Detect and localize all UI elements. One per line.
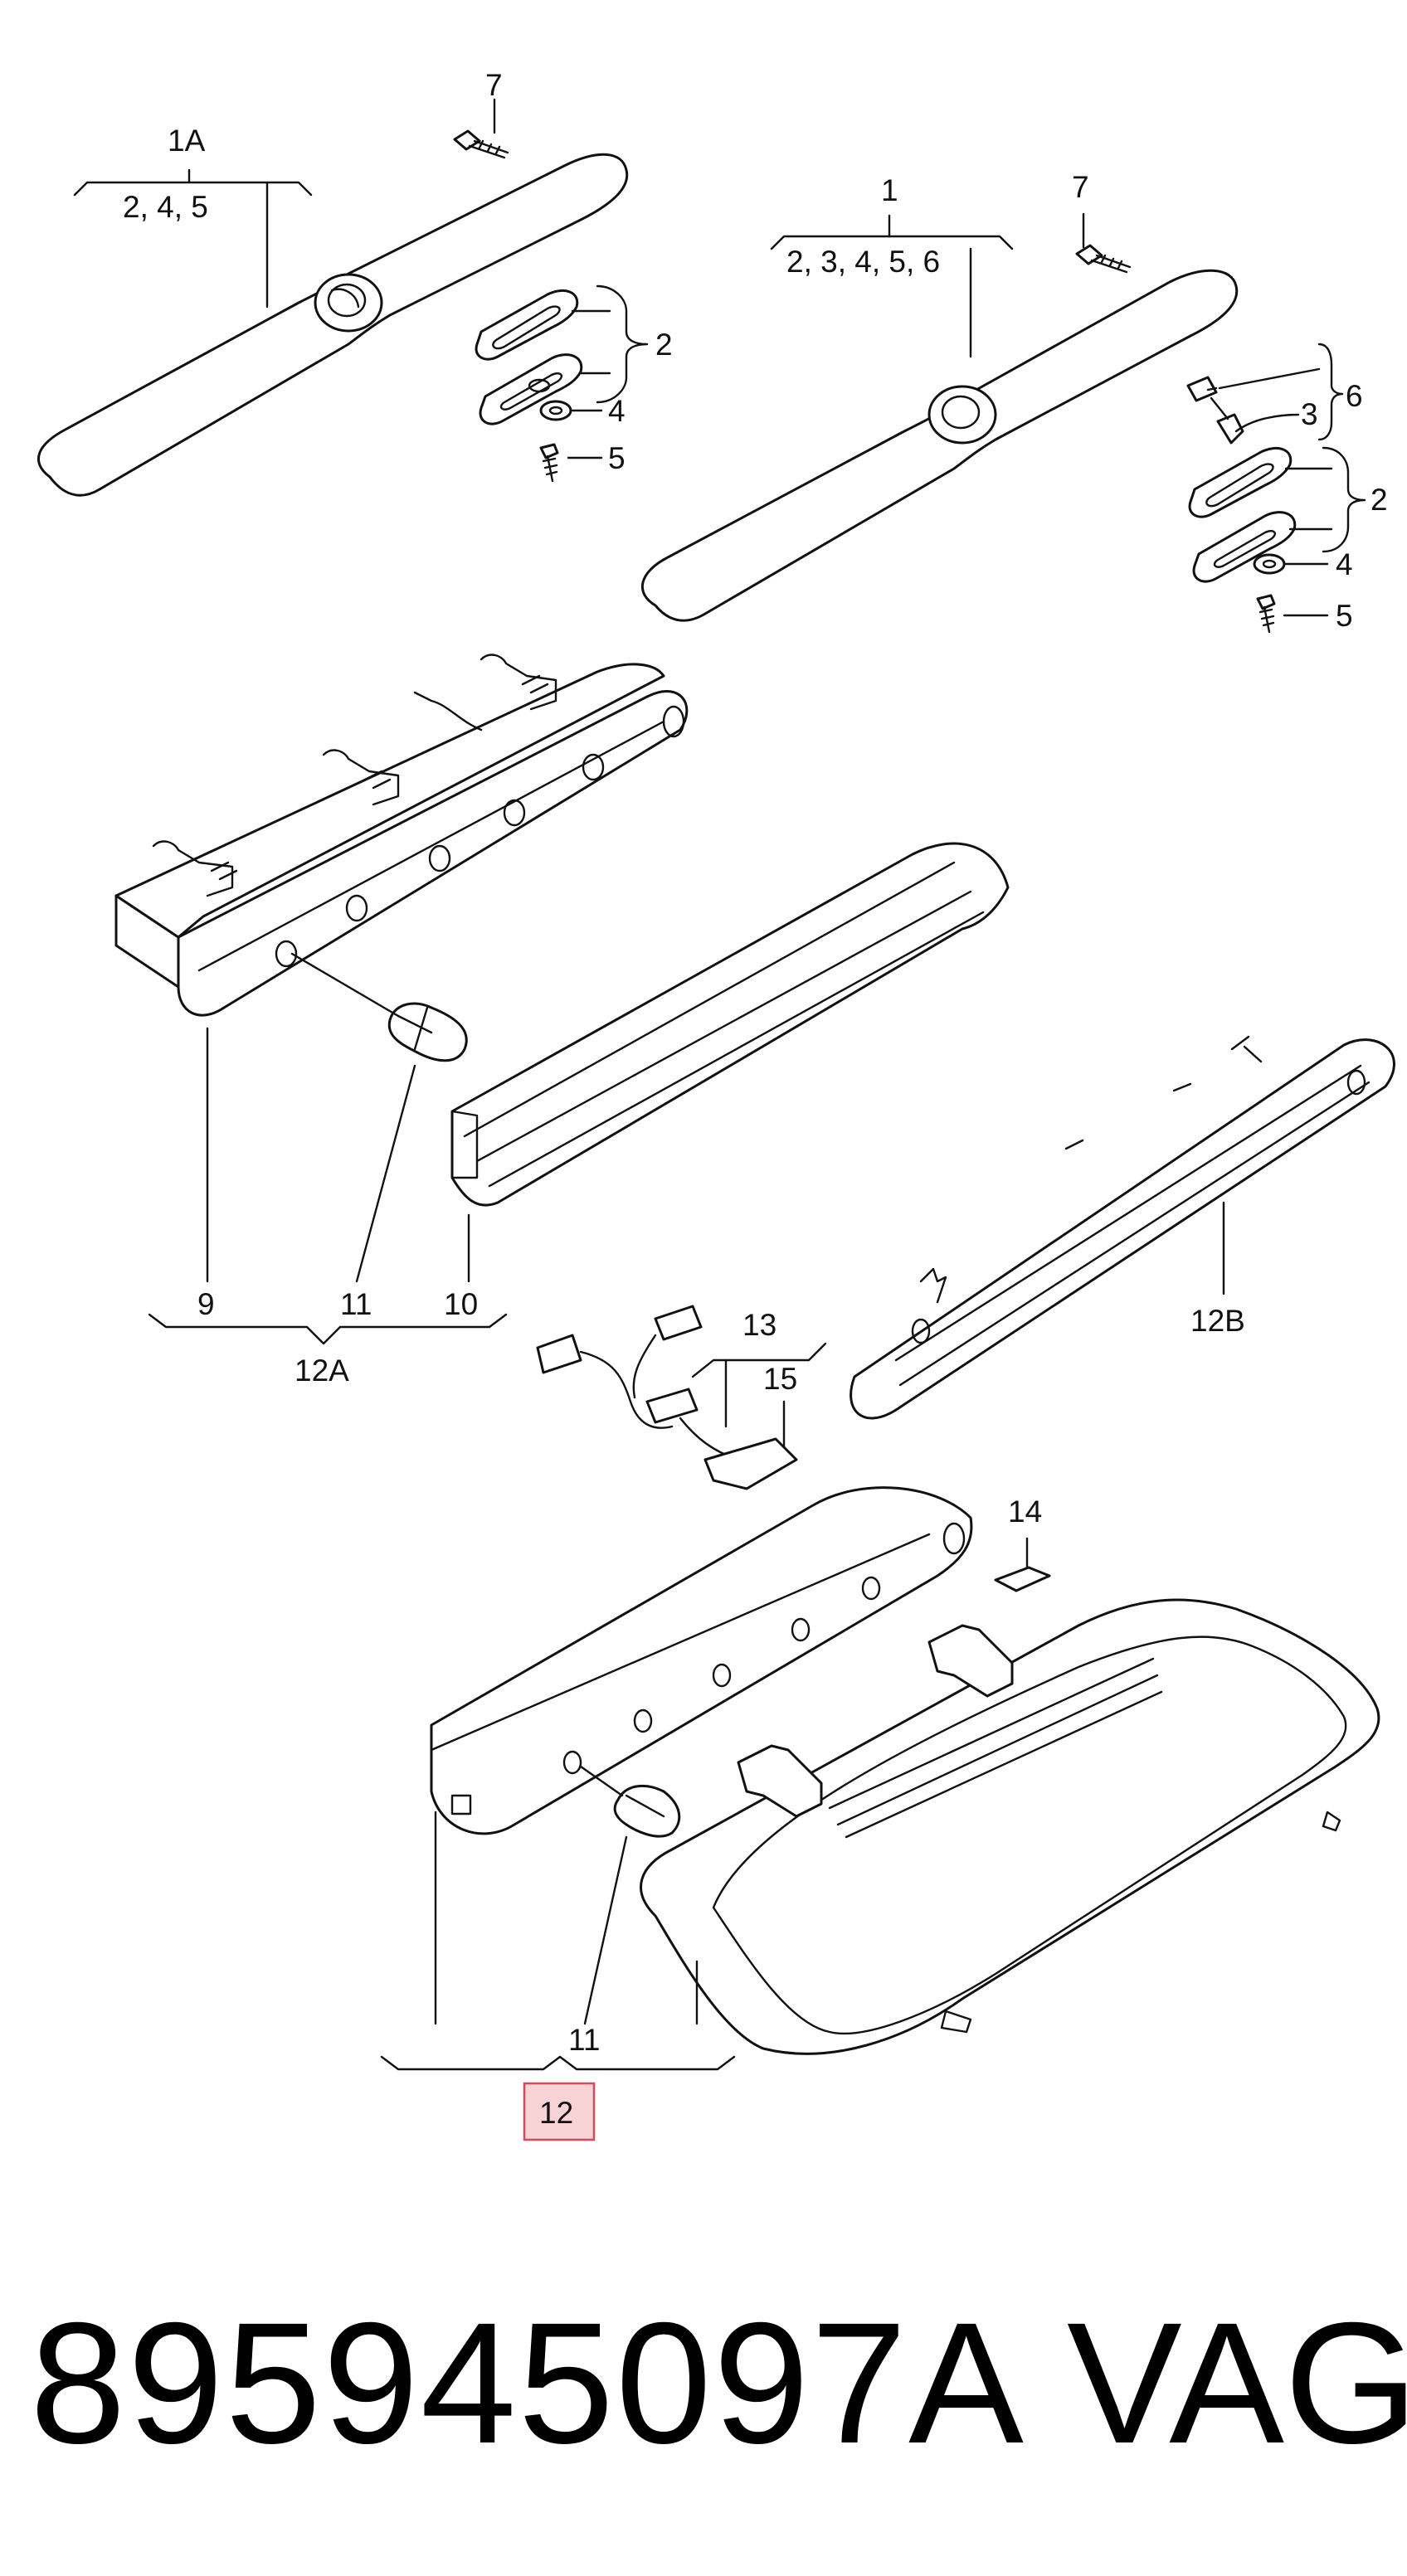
- callout-7-right: 7: [1072, 170, 1089, 204]
- screw-7-left: [453, 129, 509, 159]
- callout-13: 13: [742, 1308, 777, 1342]
- callout-14: 14: [1008, 1495, 1042, 1529]
- lamp-housing-9: [114, 654, 689, 1017]
- cover-strip-1: [640, 269, 1239, 622]
- callout-9: 9: [197, 1287, 215, 1321]
- screw-7-right: [1075, 244, 1132, 274]
- callout-12A: 12A: [295, 1354, 349, 1388]
- part-number: 895945097A: [30, 2287, 1025, 2480]
- washer-4-left: [539, 400, 572, 421]
- clip-6-and-3: [1186, 376, 1244, 445]
- callout-12B: 12B: [1190, 1304, 1245, 1338]
- callout-1-sublist: 2, 3, 4, 5, 6: [786, 245, 940, 279]
- brand-label: VAG: [1067, 2287, 1407, 2480]
- callout-2-right: 2: [1370, 483, 1388, 517]
- callout-7-left: 7: [485, 68, 503, 102]
- callout-12: 12: [539, 2096, 573, 2130]
- cover-strip-1A: [37, 153, 629, 497]
- callout-11-bottom: 11: [568, 2023, 600, 2057]
- callout-10: 10: [444, 1287, 478, 1321]
- gasket-set-2-right: [1188, 447, 1297, 583]
- led-strip-12B: [850, 1035, 1395, 1420]
- callout-1A-sublist: 2, 4, 5: [123, 190, 208, 224]
- callout-11-top: 11: [340, 1287, 372, 1321]
- wiring-harness-13: [536, 1305, 798, 1490]
- callout-4-left: 4: [608, 394, 626, 428]
- washer-4-right: [1253, 553, 1286, 575]
- callout-5-right: 5: [1336, 599, 1353, 633]
- gasket-set-2-left: [475, 289, 583, 425]
- lamp-housing-12-lower: [640, 1566, 1380, 2055]
- callout-1: 1: [881, 173, 898, 207]
- screw-5-left: [539, 443, 559, 483]
- callout-3: 3: [1301, 397, 1318, 431]
- bulb-11-bottom: [613, 1784, 681, 1838]
- lens-strip-10: [450, 842, 1010, 1207]
- callout-4-right: 4: [1336, 547, 1353, 581]
- callout-12-highlight-box: [523, 2082, 596, 2141]
- callout-5-left: 5: [608, 441, 626, 475]
- screw-5-right: [1256, 594, 1276, 634]
- lamp-housing-12-upper: [430, 1486, 973, 1835]
- callout-15: 15: [763, 1362, 797, 1396]
- bulb-11-top: [387, 1002, 468, 1062]
- callout-6: 6: [1346, 379, 1363, 413]
- callout-2-left: 2: [655, 328, 673, 362]
- callout-1A: 1A: [168, 124, 206, 158]
